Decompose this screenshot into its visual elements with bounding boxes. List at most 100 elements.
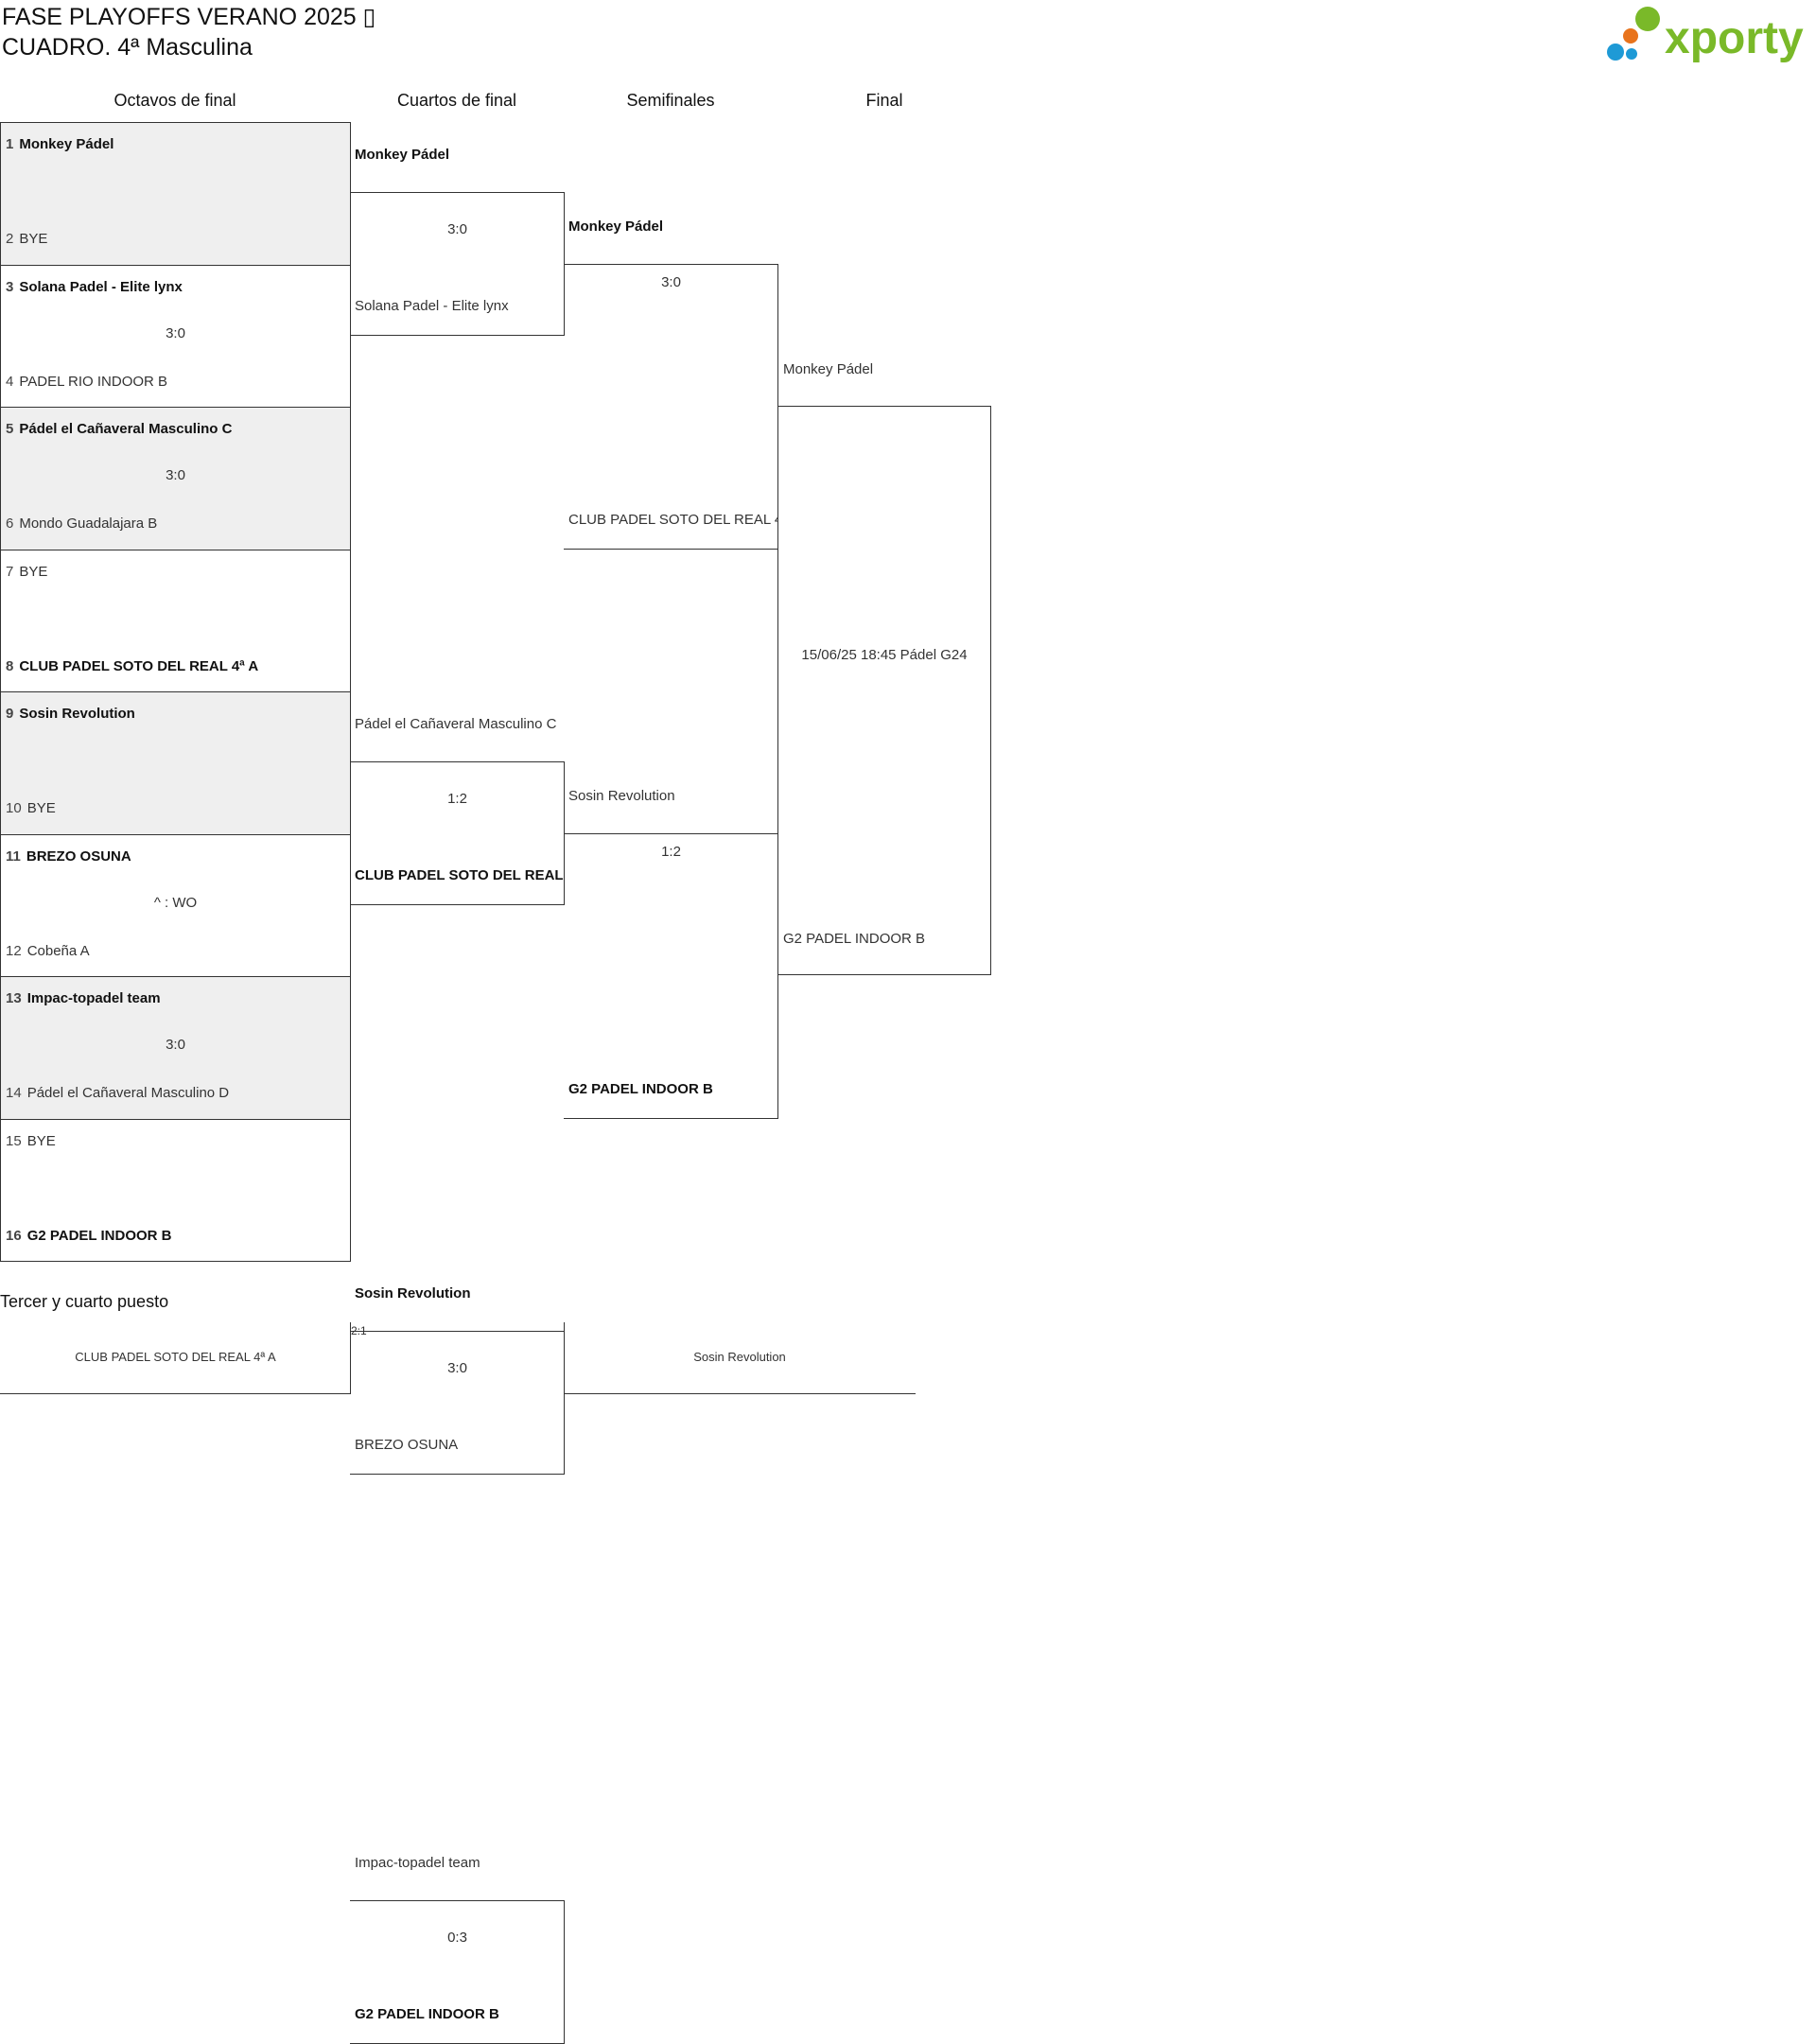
qf-team-b: BREZO OSUNA [355,1437,459,1453]
final-info: 15/06/25 18:45 Pádel G24 [801,647,968,663]
qf-team-a: Pádel el Cañaveral Masculino C [355,716,557,732]
qf-score: 3:0 [447,221,467,237]
r16-team-b: 8 CLUB PADEL SOTO DEL REAL 4ª A [6,658,258,674]
third-place-team-b: Sosin Revolution [693,1350,786,1364]
qf-match [350,1331,565,1475]
qf-team-a: Impac-topadel team [355,1855,480,1871]
final-match [777,406,991,975]
seed-number: 15 [6,1132,22,1149]
sf-score: 3:0 [661,274,681,290]
team-name: BYE [19,563,48,580]
qf-team-b: CLUB PADEL SOTO DEL REAL 4ª A [355,867,564,883]
seed-number: 13 [6,990,22,1006]
page-subtitle: CUADRO. 4ª Masculina [2,34,253,61]
team-name: Mondo Guadalajara B [19,515,158,532]
r16-score: 3:0 [166,1037,185,1053]
seed-number: 14 [6,1085,22,1101]
qf-team-b: G2 PADEL INDOOR B [355,2006,499,2022]
r16-match [0,1118,351,1262]
r16-score: 3:0 [166,324,185,341]
r16-team-a: 11 BREZO OSUNA [6,848,131,865]
xporty-logo-mark: xporty [1607,7,1804,63]
team-name: Pádel el Cañaveral Masculino D [26,1085,230,1101]
team-name: PADEL RIO INDOOR B [19,373,168,390]
qf-match [350,1900,565,2044]
seed-number: 11 [6,847,21,865]
team-name: BREZO OSUNA [26,847,131,865]
third-place-score: 2:1 [351,1324,367,1337]
team-name: G2 PADEL INDOOR B [26,1227,172,1244]
qf-match [350,761,565,905]
seed-number: 16 [6,1227,22,1244]
final-team-a: Monkey Pádel [783,361,874,377]
seed-number: 10 [6,800,22,816]
page-title: FASE PLAYOFFS VERANO 2025 ▯ [2,4,376,30]
seed-number: 1 [6,136,14,152]
qf-score: 3:0 [447,1360,467,1376]
sf-team-a: Sosin Revolution [568,788,675,804]
seed-number: 3 [6,278,14,295]
team-name: BYE [26,1132,56,1149]
team-name: BYE [26,800,56,816]
r16-score: 3:0 [166,467,185,483]
qf-team-a: Sosin Revolution [355,1285,471,1302]
qf-team-b: Solana Padel - Elite lynx [355,298,509,314]
r16-team-a: 5 Pádel el Cañaveral Masculino C [6,421,232,437]
round-header-cuartos: Cuartos de final [396,91,517,110]
xporty-logo: xporty [1604,4,1816,64]
third-place-team-b-box [564,1322,916,1394]
r16-match [0,691,351,835]
team-name: BYE [19,231,48,247]
qf-team-a: Monkey Pádel [355,147,450,163]
sf-team-b: CLUB PADEL SOTO DEL REAL 4ª A [568,512,777,528]
round-header-octavos: Octavos de final [114,91,236,110]
r16-team-a: 9 Sosin Revolution [6,706,135,722]
team-name: Monkey Pádel [19,136,114,152]
sf-team-a: Monkey Pádel [568,218,664,235]
round-header-final: Final [865,91,903,110]
r16-team-b: 2 BYE [6,231,47,247]
r16-team-b: 6 Mondo Guadalajara B [6,515,157,532]
seed-number: 4 [6,373,14,390]
team-name: Impac-topadel team [26,990,161,1006]
third-place-team-a-box [0,1322,351,1394]
final-team-b: G2 PADEL INDOOR B [783,931,926,947]
round-header-semis: Semifinales [626,91,715,110]
r16-team-a: 7 BYE [6,564,47,580]
r16-score: ^ : WO [153,894,198,911]
seed-number: 7 [6,563,14,580]
team-name: Pádel el Cañaveral Masculino C [19,421,233,437]
r16-match [0,407,351,550]
r16-match [0,976,351,1120]
sf-score: 1:2 [661,844,681,860]
team-name: Sosin Revolution [19,706,135,722]
team-name: Cobeña A [26,942,90,959]
logo-text: xporty [1665,13,1804,63]
r16-team-a: 3 Solana Padel - Elite lynx [6,279,183,295]
seed-number: 2 [6,231,14,247]
qf-match [350,192,565,336]
third-place-title: Tercer y cuarto puesto [0,1292,169,1311]
sf-team-b: G2 PADEL INDOOR B [568,1081,713,1097]
third-place-team-a: CLUB PADEL SOTO DEL REAL 4ª A [75,1350,276,1364]
r16-team-a: 1 Monkey Pádel [6,136,114,152]
qf-score: 1:2 [447,791,467,807]
r16-match [0,122,351,266]
r16-team-b: 4 PADEL RIO INDOOR B [6,374,167,390]
sf-match [564,833,778,1119]
qf-score: 0:3 [447,1930,467,1946]
seed-number: 9 [6,706,14,722]
seed-number: 12 [6,942,22,959]
sf-match [564,264,778,550]
seed-number: 5 [6,421,14,437]
team-name: Solana Padel - Elite lynx [19,278,183,295]
seed-number: 8 [6,657,14,674]
seed-number: 6 [6,515,14,532]
team-name: CLUB PADEL SOTO DEL REAL 4ª A [19,657,259,674]
